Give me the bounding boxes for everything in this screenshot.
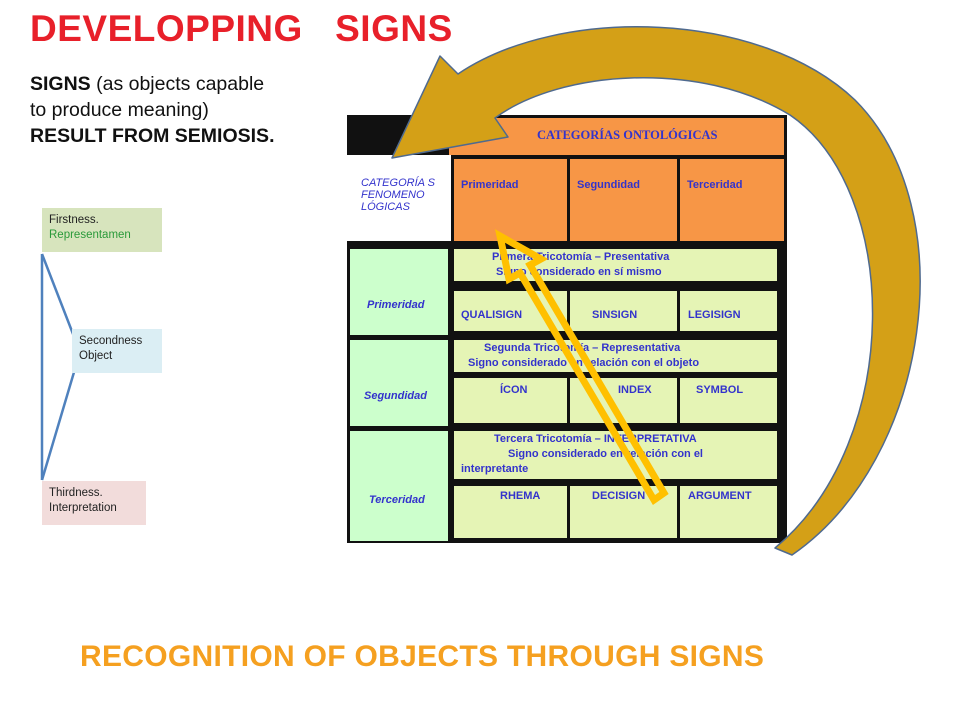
representamen-label: Representamen [49,229,131,241]
column-header-terceridad: Terceridad [680,159,784,241]
triad-line-lower [40,351,82,481]
subtitle-signs: SIGNS [30,73,91,95]
trichotomy-3-line3: interpretante [461,463,529,475]
row-label-terceridad: Terceridad [350,431,448,541]
cell-text: INDEX [618,384,652,396]
cell-text: SYMBOL [696,384,744,396]
firstness-box: Firstness. Representamen [42,208,162,252]
phenomenological-corner: CATEGORÍA S FENOMENO LÓGICAS [347,155,451,241]
trichotomy-3-line2: Signo considerado en relación con el [508,448,703,460]
row-label-text: Terceridad [369,494,425,506]
row-label-text: Segundidad [364,390,427,402]
trichotomy-3-line1: Tercera Tricotomía – INTERPRETATIVA [494,433,697,445]
column-header-text: Terceridad [687,179,743,191]
secondness-label: Secondness [79,335,143,347]
cell-rhema: RHEMA [454,486,567,538]
cell-text: RHEMA [500,490,541,502]
bottom-caption: RECOGNITION OF OBJECTS THROUGH SIGNS [80,640,765,673]
interpretation-label: Interpretation [49,502,117,514]
secondness-box: Secondness Object [72,329,162,373]
cell-symbol: SYMBOL [680,378,777,423]
column-header-text: Segundidad [577,179,640,191]
cell-argument: ARGUMENT [680,486,777,538]
ontological-header-text: CATEGORÍAS ONTOLÓGICAS [537,128,718,142]
row-label-primeridad: Primeridad [350,249,448,335]
trichotomy-2-line2: Signo considerado en relación con el obj… [468,357,700,369]
subtitle-semiosis: RESULT FROM SEMIOSIS. [30,125,275,147]
cell-text: QUALISIGN [461,309,523,321]
firstness-label: Firstness. [49,214,99,226]
subtitle-middle: (as objects capable to produce meaning) [30,73,265,121]
object-label: Object [79,350,113,362]
row-label-segundidad: Segundidad [350,340,448,426]
cell-text: ARGUMENT [688,490,752,502]
cell-icon: ÍCON [454,378,567,423]
cell-text: SINSIGN [592,309,638,321]
column-header-segundidad: Segundidad [570,159,677,241]
cell-text: LEGISIGN [688,309,741,321]
column-header-primeridad: Primeridad [454,159,567,241]
page-title: DEVELOPPING SIGNS [30,8,453,49]
cell-legisign: LEGISIGN [680,291,777,331]
thirdness-label: Thirdness. [49,487,103,499]
semiosis-curved-arrow [391,26,921,556]
thirdness-box: Thirdness. Interpretation [42,481,146,525]
row-label-text: Primeridad [367,299,425,311]
cell-text: ÍCON [500,384,528,396]
recognition-hollow-arrow [494,229,669,506]
corner-text: CATEGORÍA S FENOMENO LÓGICAS [361,177,435,213]
column-header-text: Primeridad [461,179,519,191]
trichotomy-2-title: Segunda Tricotomía – Representativa Sign… [454,340,777,372]
cell-text: DECISIGN [592,490,646,502]
subtitle: SIGNS (as objects capable to produce mea… [30,71,280,149]
peirce-table: CATEGORÍAS ONTOLÓGICAS CATEGORÍA S FENOM… [347,115,787,543]
cell-sinsign: SINSIGN [570,291,677,331]
